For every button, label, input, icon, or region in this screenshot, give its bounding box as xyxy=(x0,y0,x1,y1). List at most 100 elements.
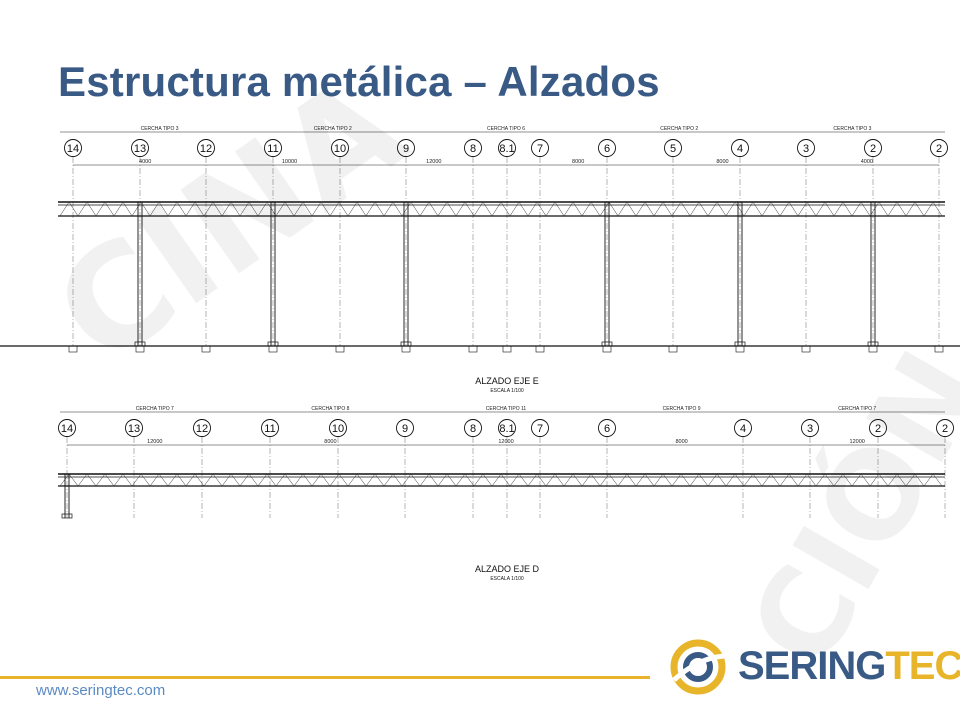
truss-diagonal xyxy=(113,201,124,217)
axis-number: 2 xyxy=(870,143,876,155)
truss-type-label: CERCHA TIPO 3 xyxy=(833,126,871,132)
truss-diagonal xyxy=(905,473,916,487)
truss-diagonal xyxy=(500,473,511,487)
truss-diagonal xyxy=(77,473,88,487)
truss-diagonal xyxy=(392,473,403,487)
truss-diagonal xyxy=(545,201,556,217)
truss-diagonal xyxy=(797,201,808,217)
axis-number: 4 xyxy=(740,423,746,435)
axis-bubble xyxy=(936,419,954,437)
truss-diagonal xyxy=(869,201,880,217)
footer-url[interactable]: www.seringtec.com xyxy=(36,682,166,699)
truss-diagonal xyxy=(239,473,250,487)
truss-diagonal xyxy=(221,473,232,487)
truss-diagonal xyxy=(140,473,151,487)
truss-diagonal xyxy=(851,201,862,217)
axis-bubble xyxy=(734,419,752,437)
truss-diagonal xyxy=(446,201,457,217)
truss-diagonal xyxy=(635,473,646,487)
axis-number: 4 xyxy=(737,143,743,155)
truss-diagonal xyxy=(500,201,511,217)
axis-bubble xyxy=(531,139,549,157)
truss-diagonal xyxy=(149,201,160,217)
truss-diagonal xyxy=(617,473,628,487)
truss-diagonal xyxy=(842,473,853,487)
truss-diagonal xyxy=(482,473,493,487)
span-dimension: 8000 xyxy=(675,439,687,445)
truss-diagonal xyxy=(194,201,205,217)
truss-diagonal xyxy=(707,201,718,217)
axis-bubble xyxy=(125,419,143,437)
truss-diagonal xyxy=(158,201,169,217)
truss-diagonal xyxy=(212,201,223,217)
truss-diagonal xyxy=(590,473,601,487)
truss-diagonal xyxy=(86,473,97,487)
seringtec-logo-wordmark: SERINGTEC xyxy=(738,644,960,689)
axis-bubble xyxy=(869,419,887,437)
truss-diagonal xyxy=(554,201,565,217)
footing xyxy=(468,345,478,353)
truss-diagonal xyxy=(887,473,898,487)
axis-number: 2 xyxy=(936,143,942,155)
elevation-caption: ALZADO EJE E xyxy=(475,376,539,386)
axis-number: 8.1 xyxy=(499,423,514,435)
truss-diagonal xyxy=(374,473,385,487)
truss-diagonal xyxy=(491,201,502,217)
truss-diagonal xyxy=(572,201,583,217)
truss-diagonal xyxy=(680,201,691,217)
truss-diagonal xyxy=(185,201,196,217)
axis-number: 5 xyxy=(670,143,676,155)
truss-diagonal xyxy=(77,201,88,217)
truss-diagonal xyxy=(626,473,637,487)
truss-diagonal xyxy=(392,201,403,217)
truss-diagonal xyxy=(140,201,151,217)
axis-number: 14 xyxy=(61,423,73,435)
truss-diagonal xyxy=(788,201,799,217)
truss-diagonal xyxy=(851,473,862,487)
span-dimension: 12000 xyxy=(850,439,865,445)
axis-bubble xyxy=(598,139,616,157)
truss-diagonal xyxy=(896,473,907,487)
truss-type-label: CERCHA TIPO 8 xyxy=(311,406,349,412)
truss-diagonal xyxy=(266,201,277,217)
truss-diagonal xyxy=(932,473,943,487)
span-dimension: 12000 xyxy=(498,439,513,445)
truss-diagonal xyxy=(905,201,916,217)
truss-diagonal xyxy=(509,201,520,217)
truss-diagonal xyxy=(770,201,781,217)
footing xyxy=(668,345,678,353)
axis-bubble xyxy=(464,419,482,437)
truss-diagonal xyxy=(257,201,268,217)
truss-diagonal xyxy=(491,473,502,487)
truss-diagonal xyxy=(257,473,268,487)
axis-number: 8 xyxy=(470,143,476,155)
truss-diagonal xyxy=(284,473,295,487)
axis-number: 13 xyxy=(128,423,140,435)
truss-diagonal xyxy=(347,201,358,217)
truss-diagonal xyxy=(788,473,799,487)
truss-diagonal xyxy=(365,473,376,487)
truss-diagonal xyxy=(608,201,619,217)
truss-diagonal xyxy=(68,473,79,487)
truss-diagonal xyxy=(455,473,466,487)
axis-bubble xyxy=(264,139,282,157)
axis-number: 7 xyxy=(537,143,543,155)
axis-bubble xyxy=(261,419,279,437)
truss-diagonal xyxy=(293,201,304,217)
footing xyxy=(268,345,278,353)
seringtec-logo: SERINGTEC xyxy=(668,638,960,696)
axis-bubble xyxy=(329,419,347,437)
truss-diagonal xyxy=(590,201,601,217)
truss-diagonal xyxy=(293,473,304,487)
truss-diagonal xyxy=(329,473,340,487)
span-dimension: 12000 xyxy=(426,159,441,165)
axis-number: 7 xyxy=(537,423,543,435)
truss-diagonal xyxy=(527,473,538,487)
truss-diagonal xyxy=(347,473,358,487)
truss-diagonal xyxy=(617,201,628,217)
footing xyxy=(135,345,145,353)
footer-divider xyxy=(0,676,650,679)
axis-bubble xyxy=(801,419,819,437)
truss-diagonal xyxy=(194,473,205,487)
